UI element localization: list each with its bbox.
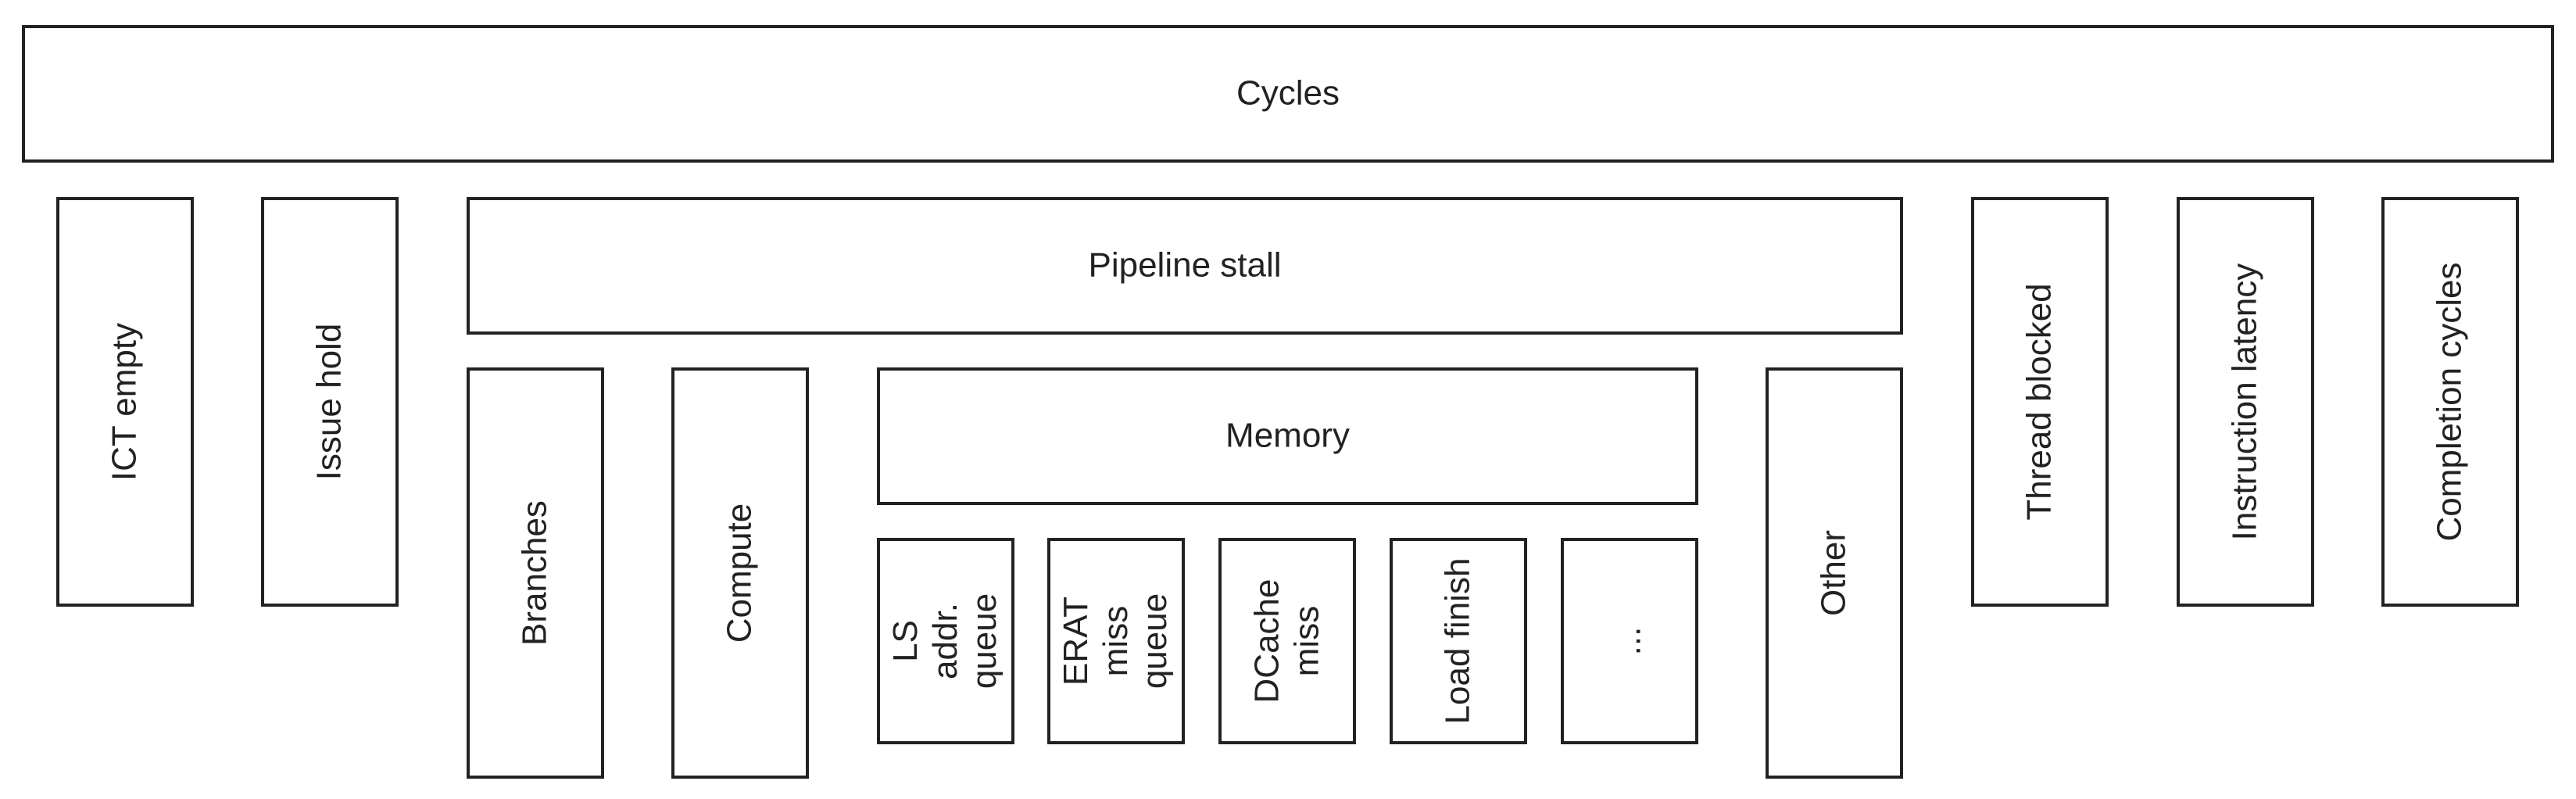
dcache-miss-label: DCache miss (1247, 579, 1326, 704)
ict-empty-label: ICT empty (105, 322, 144, 482)
instruction-latency-box: Instruction latency (2177, 197, 2314, 607)
dcache-miss-box: DCache miss (1218, 538, 1356, 744)
other-box: Other (1766, 367, 1903, 779)
cycles-box: Cycles (22, 25, 2554, 163)
more-items-box: ... (1561, 538, 1698, 744)
erat-miss-queue-box: ERAT miss queue (1047, 538, 1185, 744)
thread-blocked-box: Thread blocked (1971, 197, 2109, 607)
memory-box: Memory (877, 367, 1698, 505)
completion-cycles-box: Completion cycles (2381, 197, 2519, 607)
load-finish-box: Load finish (1390, 538, 1527, 744)
more-items-label: ... (1609, 626, 1648, 656)
ls-addr-queue-label: LS addr. queue (886, 593, 1004, 690)
ls-addr-queue-box: LS addr. queue (877, 538, 1014, 744)
thread-blocked-label: Thread blocked (2020, 283, 2059, 521)
issue-hold-label: Issue hold (309, 323, 349, 481)
ict-empty-box: ICT empty (56, 197, 194, 607)
compute-box: Compute (671, 367, 809, 779)
other-label: Other (1814, 529, 1853, 617)
branches-box: Branches (467, 367, 604, 779)
completion-cycles-label: Completion cycles (2430, 262, 2469, 542)
issue-hold-box: Issue hold (261, 197, 399, 607)
load-finish-label: Load finish (1438, 557, 1477, 725)
pipeline-stall-label: Pipeline stall (1088, 245, 1282, 285)
cycles-label: Cycles (1236, 73, 1340, 113)
erat-miss-queue-label: ERAT miss queue (1057, 593, 1175, 690)
instruction-latency-label: Instruction latency (2225, 263, 2264, 541)
compute-label: Compute (720, 503, 759, 643)
memory-label: Memory (1225, 416, 1350, 455)
pipeline-stall-box: Pipeline stall (467, 197, 1903, 335)
branches-label: Branches (515, 500, 554, 646)
